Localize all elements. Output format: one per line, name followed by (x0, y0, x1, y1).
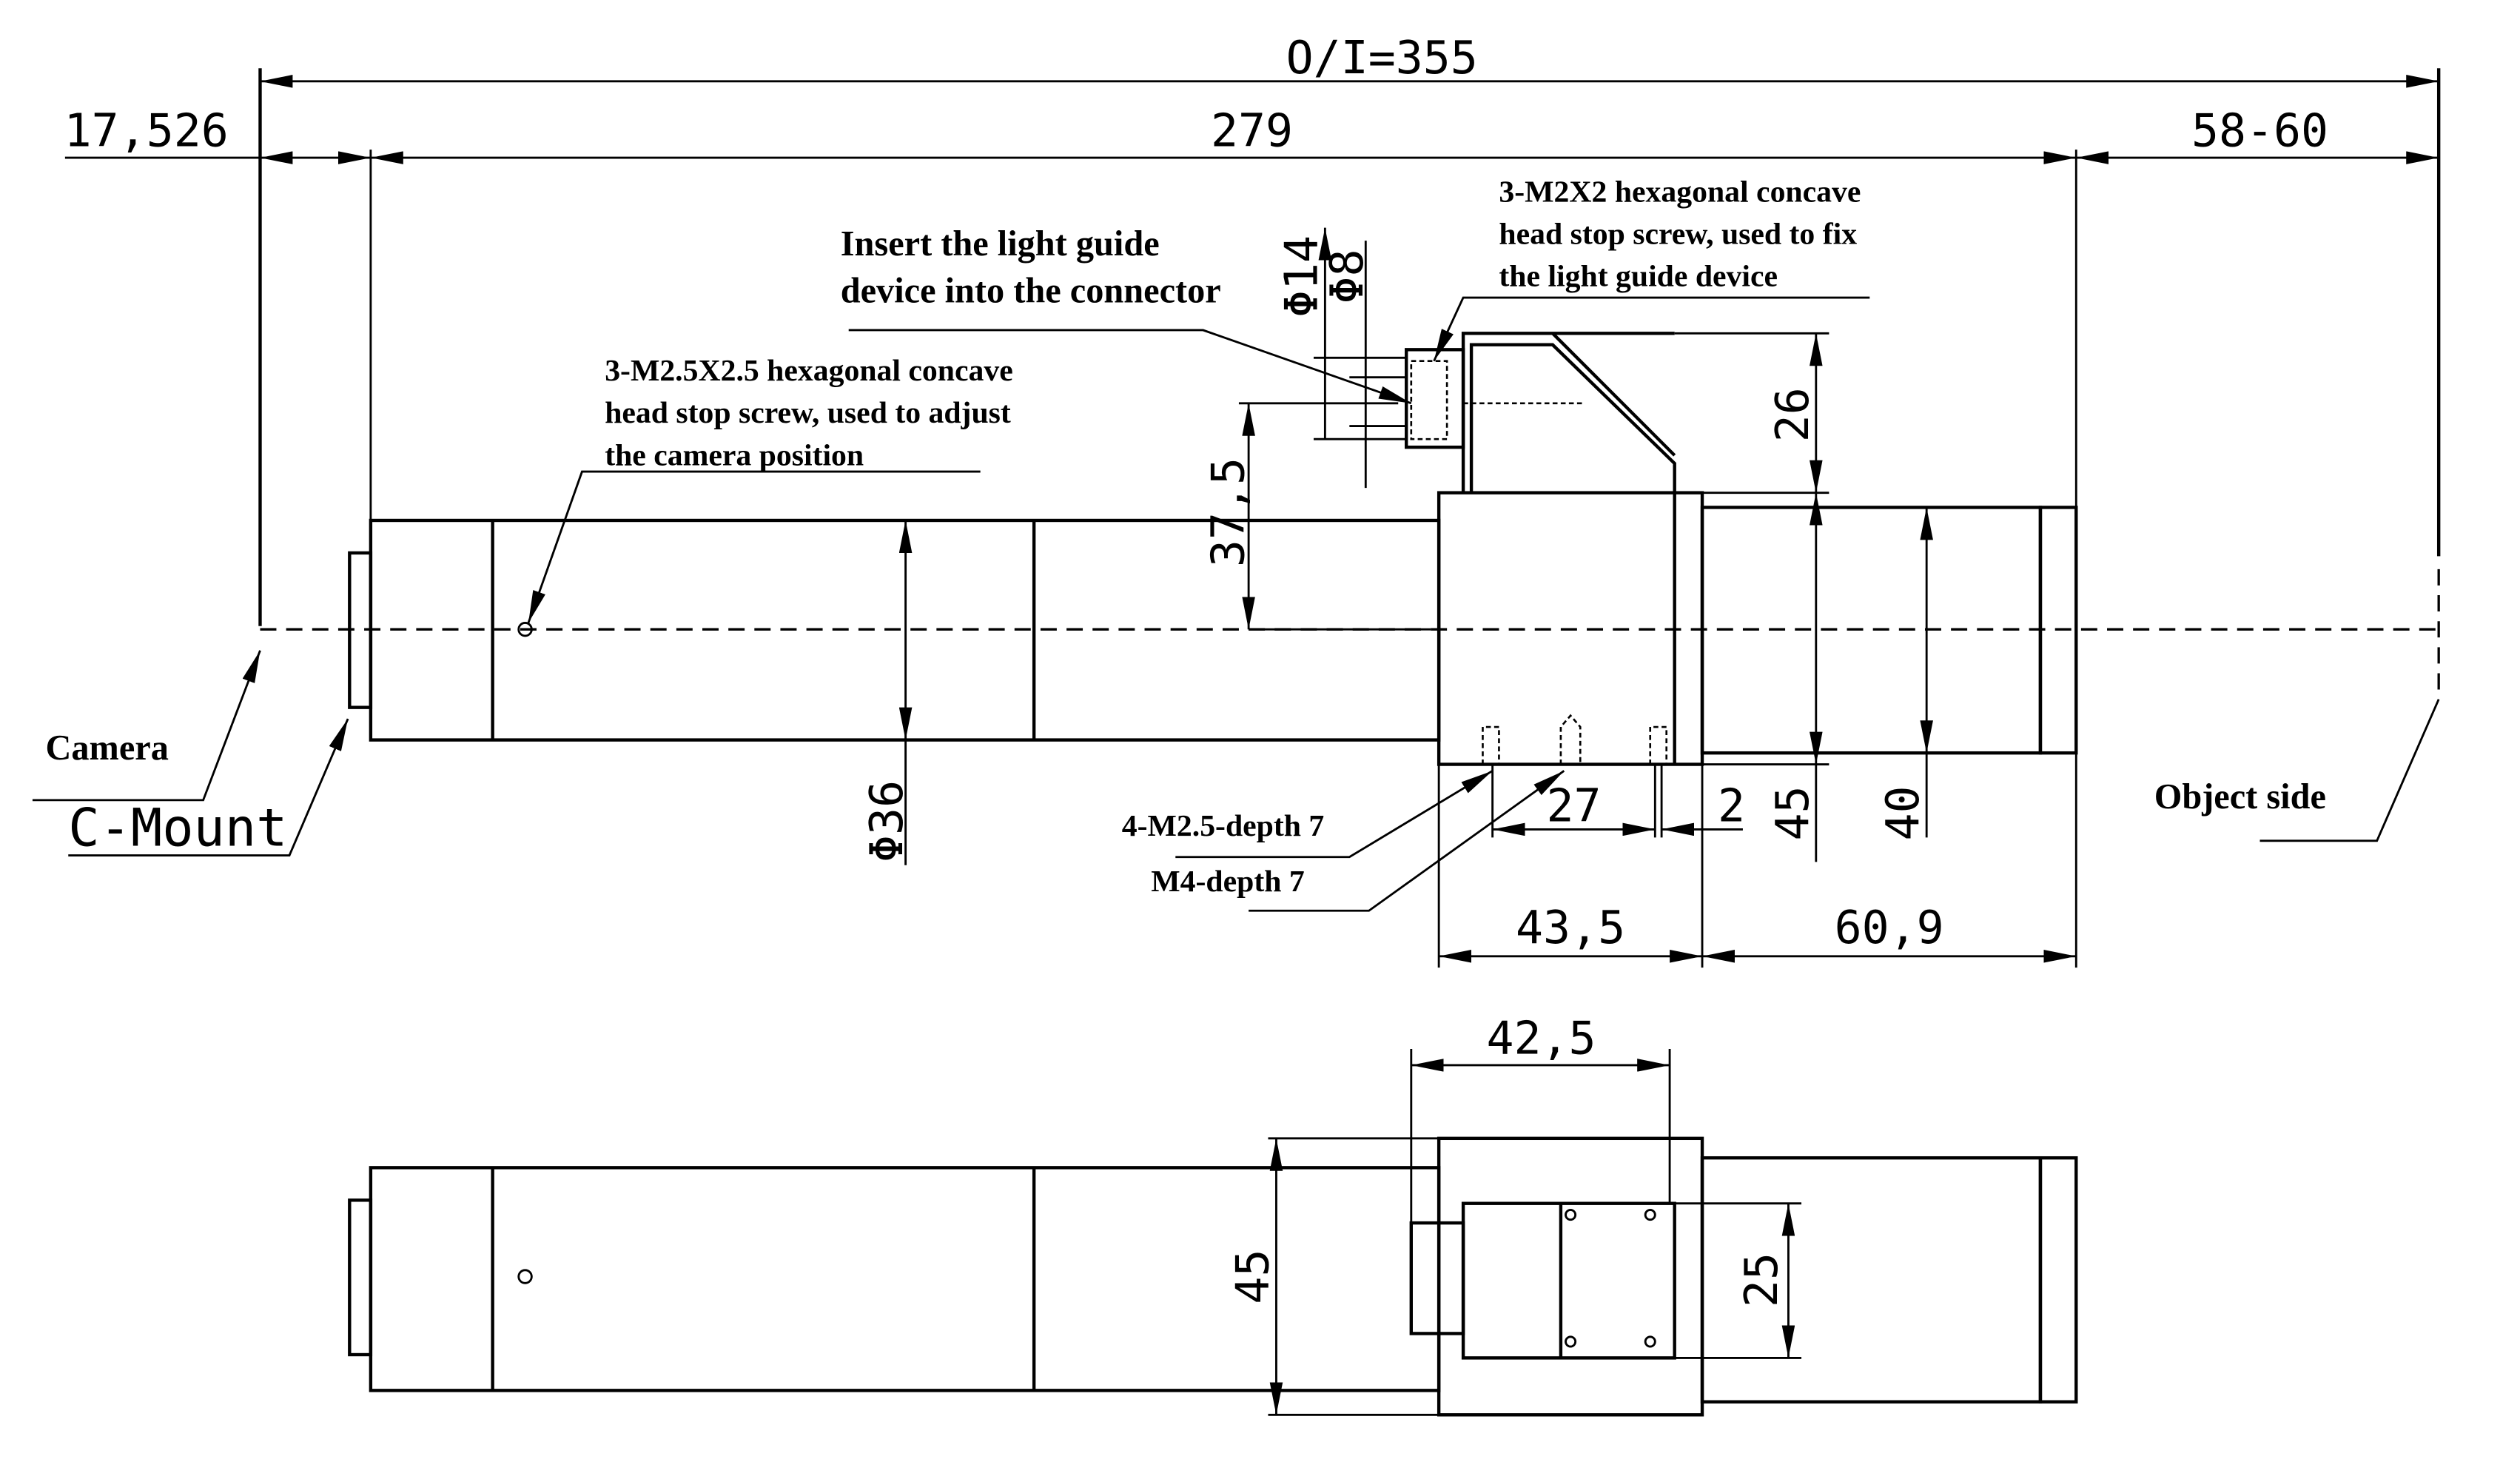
dim-hole-spacing: 27 (1546, 779, 1601, 832)
dim-block-length: 43,5 (1516, 901, 1625, 954)
dim-working-distance: 58-60 (2191, 104, 2328, 158)
dim-camera-offset: 17,526 (64, 104, 229, 158)
dim-block-height: 45 (1766, 785, 1819, 840)
dim-connector-outer: Φ14 (1274, 235, 1328, 318)
dim-connector-inner: Φ8 (1320, 249, 1374, 304)
label-object-side: Object side (2154, 777, 2326, 816)
label-m2-2: head stop screw, used to fix (1499, 218, 1857, 252)
light-guide-connector (1405, 348, 1465, 449)
top-view: 42,5 45 25 (348, 1012, 2078, 1417)
dim-bracket-height: 26 (1766, 387, 1819, 442)
side-dimensions: O/I=355 17,526 279 58-60 Φ36 37,5 Φ14 Φ8… (64, 31, 2439, 968)
label-m25-2: head stop screw, used to adjust (605, 396, 1011, 430)
label-insert-1: Insert the light guide (841, 224, 1160, 264)
side-view (258, 68, 2441, 766)
dim-top-plate: 25 (1735, 1253, 1788, 1307)
dim-axis-height: 37,5 (1202, 457, 1255, 567)
dim-wall: 2 (1718, 779, 1745, 832)
label-c-mount: C-Mount (68, 797, 287, 858)
dim-top-width: 42,5 (1486, 1012, 1596, 1065)
label-m25-1: 3-M2.5X2.5 hexagonal concave (605, 354, 1013, 388)
label-camera: Camera (46, 728, 169, 768)
label-holes-m25: 4-M2.5-depth 7 (1122, 809, 1324, 843)
front-flange (2038, 506, 2078, 755)
dim-body-length: 279 (1211, 104, 1293, 158)
label-hole-m4: M4-depth 7 (1151, 865, 1304, 899)
dim-front-length: 60,9 (1835, 901, 1944, 954)
dim-top-block-height: 45 (1226, 1250, 1279, 1304)
dim-tube-diameter: Φ36 (860, 780, 913, 862)
dim-front-diameter: 40 (1876, 785, 1929, 840)
label-m25-3: the camera position (605, 438, 864, 472)
label-m2-1: 3-M2X2 hexagonal concave (1499, 175, 1861, 209)
label-insert-2: device into the connector (841, 272, 1221, 311)
dim-overall: O/I=355 (1286, 31, 1478, 84)
label-m2-3: the light guide device (1499, 260, 1778, 294)
annotations: Camera C-Mount Object side Insert the li… (32, 175, 2440, 912)
